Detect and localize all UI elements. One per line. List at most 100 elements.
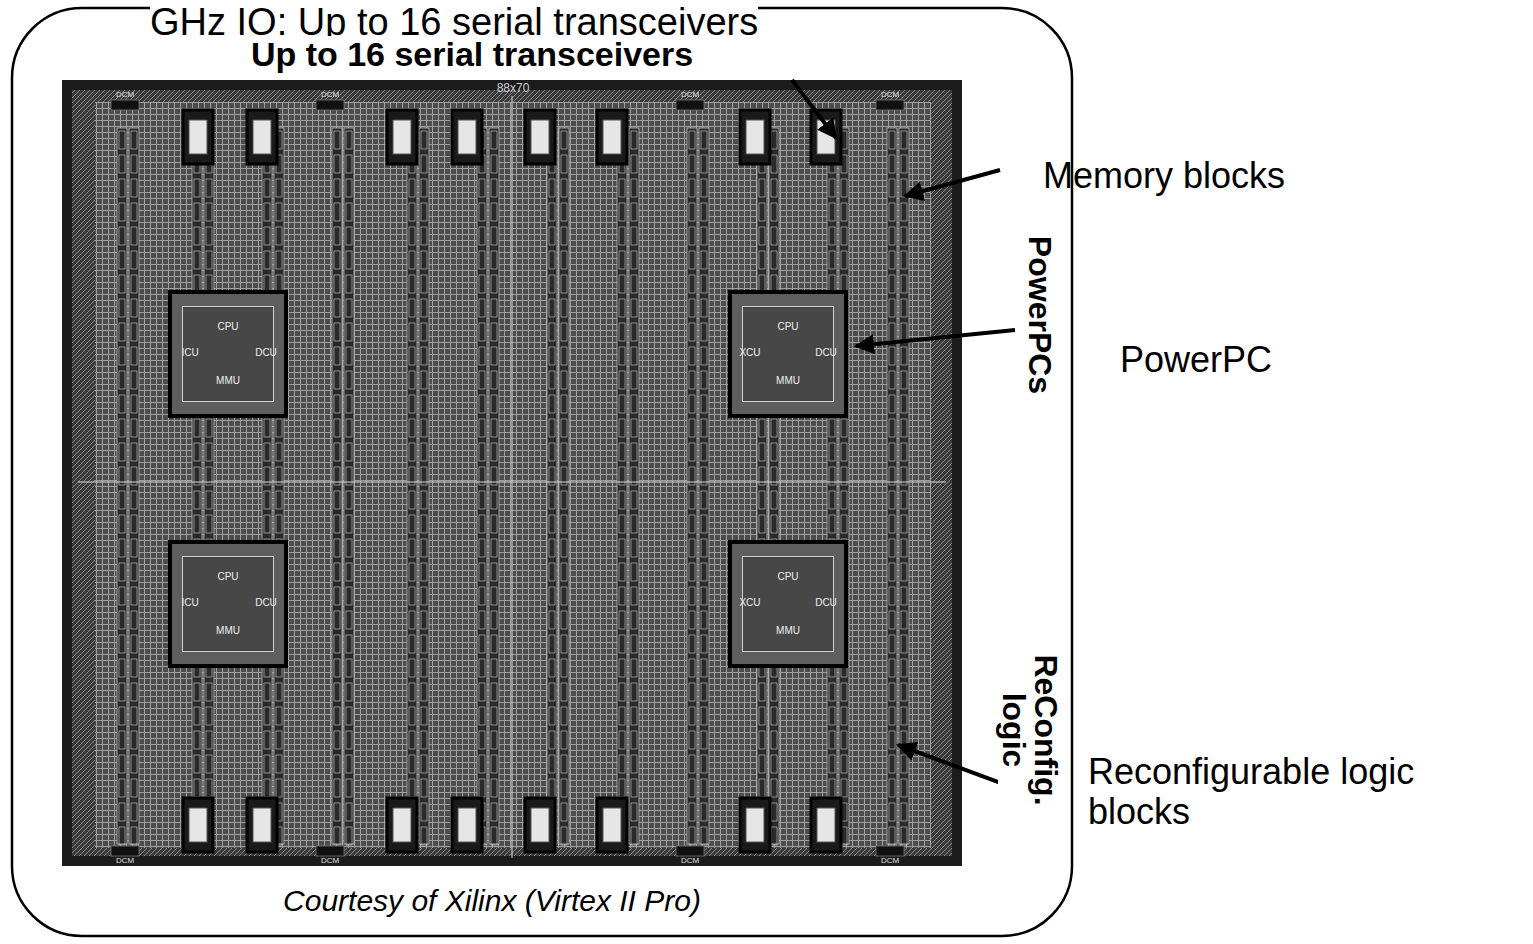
bram-cell xyxy=(409,683,415,701)
bram-cell xyxy=(619,419,625,437)
bram-cell xyxy=(759,707,765,725)
bram-cell xyxy=(479,683,485,701)
center-line xyxy=(512,96,513,858)
bram-cell xyxy=(901,659,907,677)
bram-cell xyxy=(841,203,847,221)
bram-cell xyxy=(689,491,695,509)
center-line xyxy=(78,482,946,483)
caption: Courtesy of Xilinx (Virtex II Pro) xyxy=(283,884,701,917)
bram-cell xyxy=(479,707,485,725)
bram-cell xyxy=(901,491,907,509)
bram-cell xyxy=(549,731,555,749)
bram-cell xyxy=(701,731,707,749)
bram-cell xyxy=(889,299,895,317)
bram-cell xyxy=(631,275,637,293)
bram-cell xyxy=(206,203,212,221)
bram-cell xyxy=(206,515,212,533)
bram-cell xyxy=(889,347,895,365)
bram-cell xyxy=(421,323,427,341)
bram-cell xyxy=(771,491,777,509)
bram-cell xyxy=(194,227,200,245)
bram-column xyxy=(117,128,127,844)
bram-cell xyxy=(491,419,497,437)
bram-column xyxy=(192,128,202,844)
bram-cell xyxy=(479,587,485,605)
bram-cell xyxy=(491,203,497,221)
bram-cell xyxy=(409,515,415,533)
bram-cell xyxy=(409,203,415,221)
bram-cell xyxy=(549,299,555,317)
bram-cell xyxy=(119,131,125,149)
bram-cell xyxy=(759,491,765,509)
bram-cell xyxy=(689,227,695,245)
bram-cell xyxy=(701,299,707,317)
bram-cell xyxy=(194,683,200,701)
bram-cell xyxy=(631,299,637,317)
bram-cell xyxy=(701,395,707,413)
bram-cell xyxy=(901,227,907,245)
bram-cell xyxy=(119,443,125,461)
unit-name: XCU xyxy=(739,597,760,608)
bram-cell xyxy=(689,371,695,389)
bram-column xyxy=(899,128,909,844)
bram-cell xyxy=(421,203,427,221)
bram-cell xyxy=(889,755,895,773)
bram-cell xyxy=(549,707,555,725)
transceiver-core xyxy=(531,120,549,154)
bram-cell xyxy=(346,635,352,653)
bram-cell xyxy=(841,731,847,749)
dcm-block xyxy=(316,846,344,856)
bram-cell xyxy=(701,515,707,533)
bram-cell xyxy=(491,539,497,557)
bram-cell xyxy=(619,491,625,509)
bram-cell xyxy=(491,635,497,653)
callout-heading: PowerPCs xyxy=(1024,236,1056,394)
bram-cell xyxy=(119,515,125,533)
bram-cell xyxy=(346,491,352,509)
bram-cell xyxy=(829,419,835,437)
bram-cell xyxy=(409,491,415,509)
bram-cell xyxy=(119,347,125,365)
bram-cell xyxy=(561,707,567,725)
bram-cell xyxy=(631,419,637,437)
bram-cell xyxy=(689,395,695,413)
bram-cell xyxy=(119,323,125,341)
bram-cell xyxy=(901,515,907,533)
bram-cell xyxy=(619,563,625,581)
transceiver-box xyxy=(740,110,770,164)
bram-cell xyxy=(771,827,777,845)
unit-name: MMU xyxy=(776,375,800,386)
bram-cell xyxy=(421,635,427,653)
bram-cell xyxy=(631,827,637,845)
bram-cell xyxy=(689,539,695,557)
bram-cell xyxy=(491,827,497,845)
bram-cell xyxy=(561,731,567,749)
bram-cell xyxy=(131,347,137,365)
bram-cell xyxy=(619,395,625,413)
bram-cell xyxy=(409,779,415,797)
bram-cell xyxy=(194,419,200,437)
bram-cell xyxy=(131,707,137,725)
bram-cell xyxy=(346,539,352,557)
bram-cell xyxy=(901,755,907,773)
bram-cell xyxy=(701,587,707,605)
bram-cell xyxy=(119,539,125,557)
die-body xyxy=(62,80,962,866)
bram-cell xyxy=(829,443,835,461)
bram-cell xyxy=(479,203,485,221)
bram-column xyxy=(769,128,779,844)
bram-column xyxy=(699,128,709,844)
bram-cell xyxy=(479,563,485,581)
bram-cell xyxy=(334,419,340,437)
bram-cell xyxy=(631,251,637,269)
callout-text: PowerPC xyxy=(1120,340,1272,380)
bram-cell xyxy=(689,755,695,773)
bram-cell xyxy=(346,299,352,317)
bram-cell xyxy=(421,251,427,269)
bram-cell xyxy=(759,779,765,797)
transceiver-box xyxy=(740,798,770,852)
bram-cell xyxy=(421,419,427,437)
bram-cell xyxy=(194,179,200,197)
bram-cell xyxy=(491,347,497,365)
die-size: 88x70 xyxy=(497,82,530,95)
